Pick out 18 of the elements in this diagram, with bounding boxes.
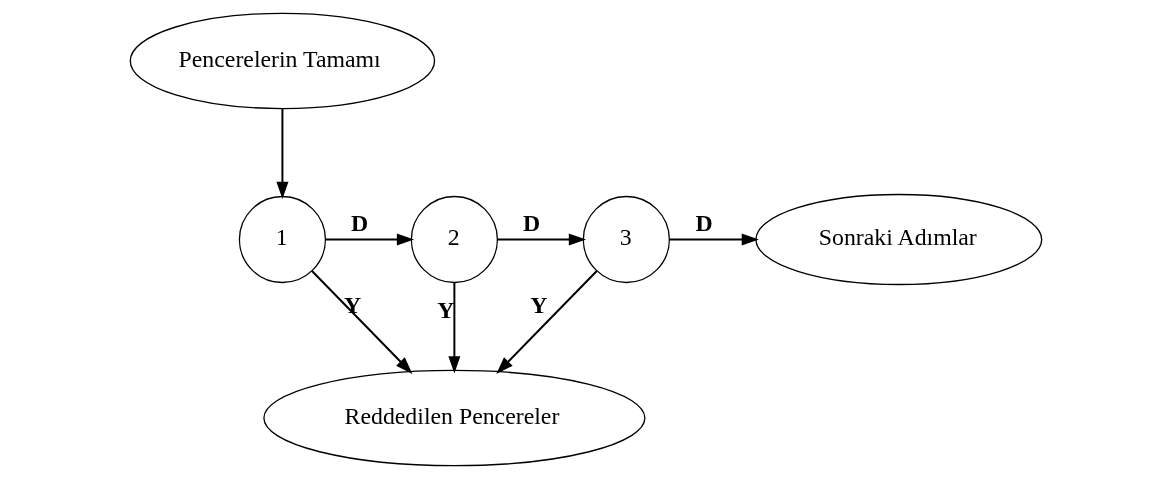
edge-label: Y: [344, 291, 362, 318]
arrow: [276, 107, 289, 200]
node-circle: 3: [582, 195, 670, 284]
arrow: [496, 233, 586, 246]
edge-label: D: [695, 209, 713, 236]
arrow: [668, 233, 759, 246]
node-ellipse: Reddedilen Pencereler: [263, 369, 646, 467]
edge-label: D: [351, 209, 369, 236]
edge-label: Y: [530, 291, 548, 318]
arrow: [311, 270, 413, 374]
arrow: [448, 281, 461, 374]
node-ellipse: Pencerelerin Tamamı: [129, 12, 436, 110]
arrow: [324, 233, 415, 246]
edge-label: D: [523, 209, 541, 236]
node-circle: 2: [410, 195, 499, 284]
node-circle: 1: [238, 195, 327, 284]
arrow: [496, 270, 598, 374]
node-ellipse: Sonraki Adımlar: [755, 193, 1043, 286]
